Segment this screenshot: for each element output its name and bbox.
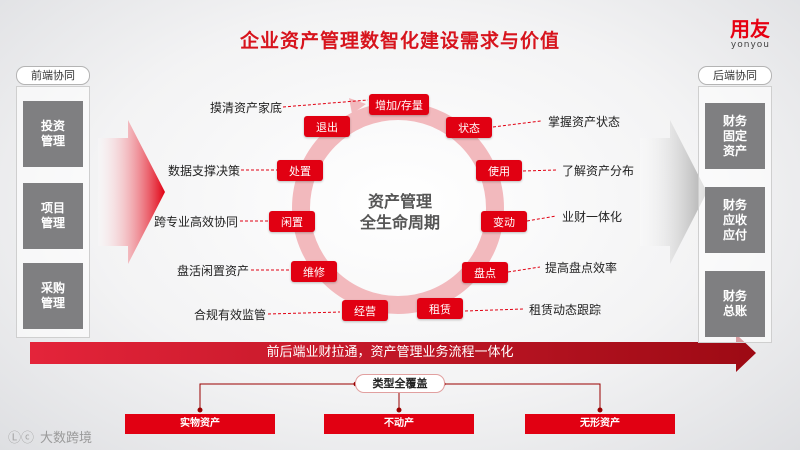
ring-arrowhead	[349, 98, 366, 114]
cycle-node-change: 变动	[481, 211, 527, 232]
frontend-item-invest: 投资 管理	[23, 101, 83, 167]
frontend-label: 前端协同	[16, 66, 90, 85]
frontend-item-purchase: 采购 管理	[23, 263, 83, 329]
annotation-right-3: 业财一体化	[562, 210, 623, 224]
cycle-node-lease: 租赁	[417, 298, 463, 319]
cycle-node-add: 增加/存量	[369, 94, 429, 115]
backend-item-receivable: 财务 应收 应付	[705, 187, 765, 253]
annotation-right-4: 提高盘点效率	[545, 261, 618, 275]
svg-text:Ⓛⓒ: Ⓛⓒ	[8, 431, 34, 445]
cycle-center: 资产管理 全生命周期	[330, 191, 470, 233]
frontend-panel: 投资 管理 项目 管理 采购 管理	[16, 86, 90, 338]
type-coverage-label: 类型全覆盖	[355, 374, 445, 393]
watermark-text: 大数跨境	[40, 431, 93, 446]
backend-label: 后端协同	[698, 66, 772, 85]
backend-panel: 财务 固定 资产 财务 应收 应付 财务 总账	[698, 86, 772, 343]
backend-item-ledger: 财务 总账	[705, 271, 765, 337]
annotation-left-5: 合规有效监管	[193, 308, 266, 322]
left-flow-arrow	[98, 120, 165, 264]
type-intangible-asset: 无形资产	[525, 414, 675, 434]
banner-arrow	[30, 334, 756, 372]
cycle-node-status: 状态	[446, 117, 492, 138]
annotation-right-5: 租赁动态跟踪	[529, 303, 602, 317]
cycle-node-inventory: 盘点	[462, 262, 508, 283]
type-physical-asset: 实物资产	[125, 414, 275, 434]
process-banner: 前后端业财拉通，资产管理业务流程一体化	[266, 345, 514, 360]
annotation-left-2: 数据支撑决策	[167, 164, 240, 178]
page-title: 企业资产管理数智化建设需求与价值	[239, 30, 560, 52]
logo-subtext: yonyou	[730, 40, 770, 50]
type-real-estate: 不动产	[324, 414, 474, 434]
right-flow-arrow	[640, 120, 707, 264]
cycle-node-use: 使用	[476, 160, 522, 181]
cycle-center-line2: 全生命周期	[359, 213, 440, 232]
watermark-logo-icon: Ⓛⓒ	[8, 431, 34, 445]
cycle-node-idle: 闲置	[269, 211, 315, 232]
backend-item-fixed-assets: 财务 固定 资产	[705, 103, 765, 169]
cycle-node-exit: 退出	[304, 116, 350, 137]
logo-text: 用友	[730, 17, 770, 41]
brand-logo: 用友 yonyou	[730, 18, 770, 50]
annotation-left-1: 摸清资产家底	[209, 101, 282, 115]
annotation-left-3: 跨专业高效协同	[153, 215, 238, 229]
frontend-item-project: 项目 管理	[23, 183, 83, 249]
cycle-node-operate: 经营	[342, 300, 388, 321]
annotation-right-1: 掌握资产状态	[548, 115, 621, 129]
cycle-node-repair: 维修	[291, 261, 337, 282]
cycle-node-dispose: 处置	[277, 160, 323, 181]
annotation-left-4: 盘活闲置资产	[176, 264, 249, 278]
annotation-right-2: 了解资产分布	[562, 164, 635, 178]
watermark: Ⓛⓒ 大数跨境	[8, 427, 93, 447]
cycle-center-line1: 资产管理	[367, 192, 432, 211]
